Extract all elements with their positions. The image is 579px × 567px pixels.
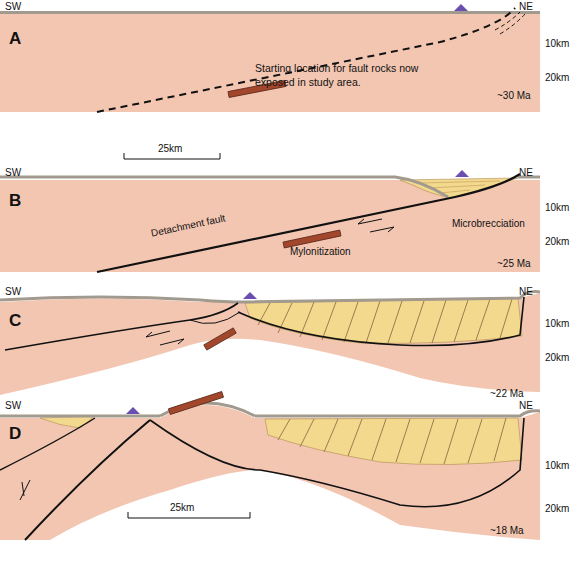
fault-rock-block bbox=[283, 230, 341, 248]
surface bbox=[0, 11, 540, 14]
detachment-fault bbox=[5, 303, 238, 350]
direction-label: NE bbox=[519, 167, 533, 179]
surface bbox=[0, 411, 540, 416]
process-label: Mylonitization bbox=[290, 246, 351, 258]
future-fault-branch bbox=[495, 12, 525, 34]
direction-label: NE bbox=[519, 1, 533, 13]
age-label: ~25 Ma bbox=[497, 258, 531, 270]
depth-label: 20km bbox=[545, 72, 569, 84]
future-fault bbox=[97, 8, 515, 112]
age-label: ~18 Ma bbox=[490, 525, 524, 537]
depth-label: 10km bbox=[545, 460, 569, 472]
tilted-blocks bbox=[265, 418, 522, 465]
detachment-fault bbox=[150, 418, 524, 507]
fault-splay bbox=[190, 312, 240, 324]
depth-label: 20km bbox=[545, 503, 569, 515]
shear-arrow bbox=[370, 227, 394, 232]
direction-label: NE bbox=[519, 400, 533, 412]
direction-label: NE bbox=[519, 286, 533, 298]
depth-label: 20km bbox=[545, 352, 569, 364]
volcano bbox=[243, 292, 257, 299]
depth-label: 10km bbox=[545, 38, 569, 50]
panel-letter: A bbox=[9, 29, 21, 49]
fault bbox=[0, 418, 95, 470]
panel-letter: C bbox=[9, 311, 21, 331]
age-label: ~30 Ma bbox=[497, 90, 531, 102]
crust bbox=[0, 293, 540, 395]
panel-letter: B bbox=[9, 191, 21, 211]
direction-label: SW bbox=[5, 286, 21, 298]
depth-label: 10km bbox=[545, 202, 569, 214]
direction-label: SW bbox=[5, 400, 21, 412]
detachment-fault bbox=[25, 420, 150, 540]
shear-arrow bbox=[358, 219, 382, 224]
volcano bbox=[126, 407, 140, 414]
process-label: Microbrecciation bbox=[452, 218, 525, 230]
crust bbox=[0, 405, 540, 540]
direction-label: SW bbox=[5, 167, 21, 179]
age-label: ~22 Ma bbox=[490, 388, 524, 400]
shear-arrow bbox=[146, 331, 170, 337]
tilted-blocks bbox=[245, 298, 522, 343]
direction-label: SW bbox=[5, 1, 21, 13]
detachment-fault bbox=[238, 297, 524, 346]
depth-label: 10km bbox=[545, 318, 569, 330]
shear-arrow bbox=[160, 339, 184, 345]
crust bbox=[0, 14, 540, 112]
fault-rock-block bbox=[204, 328, 236, 350]
block-faults bbox=[258, 299, 512, 343]
slip-arrow bbox=[20, 480, 30, 500]
scale-label: 25km bbox=[158, 143, 182, 155]
volcano bbox=[454, 4, 468, 11]
surface bbox=[0, 177, 448, 197]
depth-label: 20km bbox=[545, 236, 569, 248]
panel-letter: D bbox=[9, 424, 21, 444]
basin-fill bbox=[40, 416, 95, 428]
fault-rock-block bbox=[168, 391, 223, 414]
surface bbox=[0, 292, 540, 302]
scale-label: 25km bbox=[170, 502, 194, 514]
block-faults bbox=[278, 418, 506, 464]
note-text: Starting location for fault rocks now ex… bbox=[255, 62, 435, 89]
volcano bbox=[455, 170, 469, 177]
